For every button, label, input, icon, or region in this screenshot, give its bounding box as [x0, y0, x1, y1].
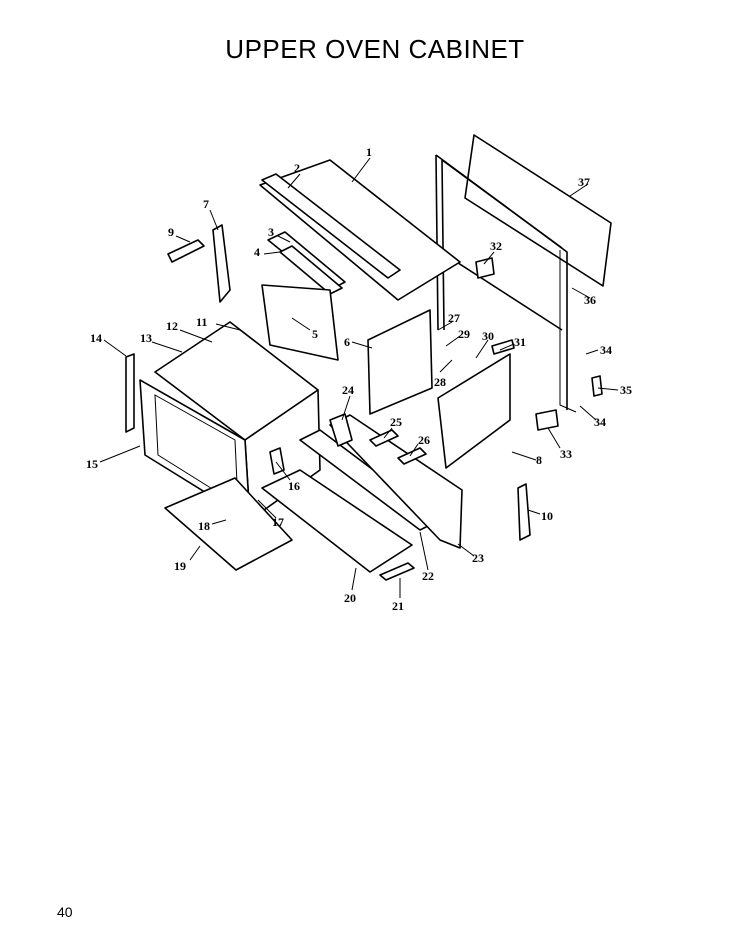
callout-27: 27 — [448, 311, 460, 325]
bracket-32 — [475, 257, 495, 279]
callout-7: 7 — [203, 197, 209, 211]
callout-11: 11 — [196, 315, 207, 329]
callout-26: 26 — [418, 433, 430, 447]
callout-33: 33 — [560, 447, 572, 461]
callout-10: 10 — [541, 509, 553, 523]
callout-36: 36 — [584, 293, 596, 307]
rear-frame — [435, 154, 577, 413]
callout-8: 8 — [536, 453, 542, 467]
page-number: 40 — [57, 904, 73, 920]
callout-13: 13 — [140, 331, 152, 345]
callout-22: 22 — [422, 569, 434, 583]
callout-34-lower: 34 — [594, 415, 606, 429]
callout-25: 25 — [390, 415, 402, 429]
callout-12: 12 — [166, 319, 178, 333]
callout-23: 23 — [472, 551, 484, 565]
callout-24: 24 — [342, 383, 354, 397]
right-lower-bracket — [329, 414, 463, 549]
top-panel — [259, 159, 461, 301]
leader-lines — [99, 157, 619, 598]
callout-16: 16 — [288, 479, 300, 493]
callout-34-upper: 34 — [600, 343, 612, 357]
switch-component — [329, 413, 353, 447]
callout-20: 20 — [344, 591, 356, 605]
callout-4: 4 — [254, 245, 260, 259]
bottom-rail — [379, 562, 415, 581]
hinge-right — [517, 483, 531, 541]
callout-28: 28 — [434, 375, 446, 389]
left-side-bracket — [212, 224, 231, 303]
front-rail — [261, 173, 401, 279]
callout-30: 30 — [482, 329, 494, 343]
side-trim-left — [125, 353, 135, 433]
back-panel — [464, 134, 612, 287]
callout-37: 37 — [578, 175, 590, 189]
callout-14: 14 — [90, 331, 102, 345]
callout-35: 35 — [620, 383, 632, 397]
vent-trim — [279, 245, 343, 295]
callout-3: 3 — [268, 225, 274, 239]
callout-18: 18 — [198, 519, 210, 533]
left-side-panel — [261, 284, 339, 361]
callout-17: 17 — [272, 515, 284, 529]
callout-9: 9 — [168, 225, 174, 239]
page-title: UPPER OVEN CABINET — [225, 34, 525, 64]
callout-1: 1 — [366, 145, 372, 159]
callout-6: 6 — [344, 335, 350, 349]
callout-19: 19 — [174, 559, 186, 573]
bolt-33 — [535, 409, 559, 431]
callout-21: 21 — [392, 599, 404, 613]
hinge-left — [167, 239, 205, 263]
callout-31: 31 — [514, 335, 526, 349]
callout-32: 32 — [490, 239, 502, 253]
callout-29: 29 — [458, 327, 470, 341]
clip-35 — [591, 375, 603, 397]
callout-15: 15 — [86, 457, 98, 471]
callout-2: 2 — [294, 161, 300, 175]
spring-31 — [491, 339, 515, 355]
oven-rack — [164, 477, 293, 571]
callout-5: 5 — [312, 327, 318, 341]
right-outer-panel — [437, 353, 511, 469]
right-side-panel — [367, 309, 433, 415]
